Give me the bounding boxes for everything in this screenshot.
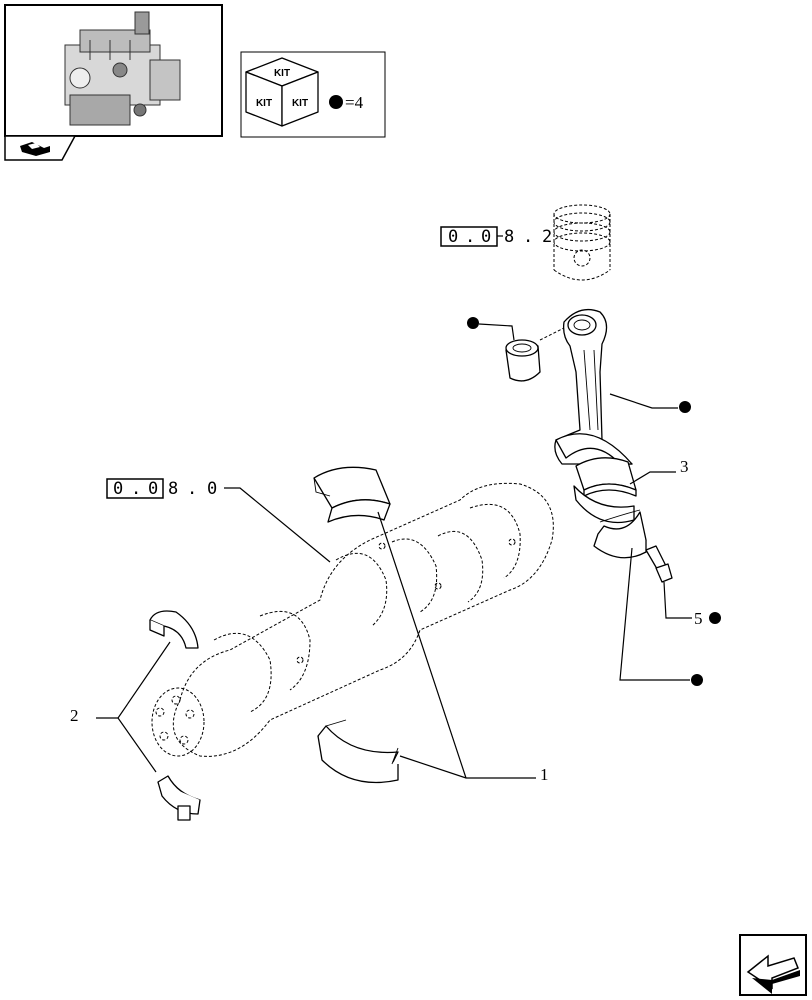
- thrust-washer-upper: [149, 610, 199, 649]
- bushing-kit-marker-icon: [467, 317, 479, 329]
- item2-leader: [117, 641, 171, 773]
- connecting-rod: [554, 308, 633, 465]
- crank-ref-char-4: 8: [168, 479, 178, 499]
- thrust-washer-lower: [157, 775, 201, 821]
- callout-item-2: 2: [70, 706, 79, 725]
- kit-cube-label-right: KIT: [292, 98, 308, 109]
- previous-page-icon: [20, 142, 50, 156]
- rod-leader: [609, 393, 678, 409]
- callout-item-1: 1: [540, 765, 549, 784]
- piston-ref-char-6: 2: [542, 227, 552, 247]
- callout-item-3: 3: [680, 457, 689, 476]
- piston: [553, 204, 611, 281]
- previous-page-button[interactable]: [4, 135, 77, 161]
- rod-kit-marker-icon: [679, 401, 691, 413]
- crank-ref-leader: [224, 487, 331, 563]
- kit-quantity: =4: [345, 93, 364, 112]
- kit-cube-icon: [245, 57, 319, 127]
- next-page-button[interactable]: [739, 934, 807, 996]
- small-end-bushing: [505, 325, 569, 382]
- piston-ref-char-5: .: [523, 227, 533, 247]
- item5-leader: [663, 581, 692, 619]
- piston-ref-char-4: 8: [504, 227, 514, 247]
- rod-bolt: [645, 545, 673, 583]
- crank-ref-char-1: 0: [113, 479, 123, 499]
- main-bearing-lower: [317, 719, 399, 784]
- piston-ref-char-2: .: [465, 227, 475, 247]
- piston-ref-char-1: 0: [448, 227, 458, 247]
- black-dot-icon: [329, 95, 343, 109]
- item1-leader-upper: [377, 511, 467, 779]
- bushing-leader: [478, 323, 515, 341]
- main-bearing-upper: [313, 466, 391, 523]
- crank-ref-char-2: .: [131, 479, 141, 499]
- item3-leader: [629, 471, 676, 485]
- bolt-kit-marker-icon: [709, 612, 721, 624]
- crankshaft: [151, 482, 554, 757]
- callout-item-5: 5: [694, 609, 703, 628]
- rod-bearing-shells: [573, 457, 641, 524]
- crankshaft-reference-link[interactable]: 0 . 0 8 . 0: [106, 478, 217, 499]
- crank-ref-char-3: 0: [148, 479, 158, 499]
- kit-cube-label-top: KIT: [274, 68, 290, 79]
- engine-thumbnail[interactable]: [4, 4, 223, 137]
- cap-kit-marker-icon: [691, 674, 703, 686]
- cap-leader: [619, 547, 690, 681]
- piston-reference-link[interactable]: 0 . 0 8 . 2: [440, 226, 552, 247]
- piston-ref-char-3: 0: [481, 227, 491, 247]
- kit-cube-label-left: KIT: [256, 98, 272, 109]
- kit-box: KIT KIT KIT =4: [240, 51, 386, 138]
- engine-thumbnail-icon: [64, 11, 181, 126]
- connecting-rod-cap: [593, 511, 647, 559]
- crank-ref-char-5: .: [187, 479, 197, 499]
- item1-leader-lower: [399, 755, 536, 779]
- next-page-arrow-icon: [746, 954, 800, 994]
- crank-ref-char-6: 0: [207, 479, 217, 499]
